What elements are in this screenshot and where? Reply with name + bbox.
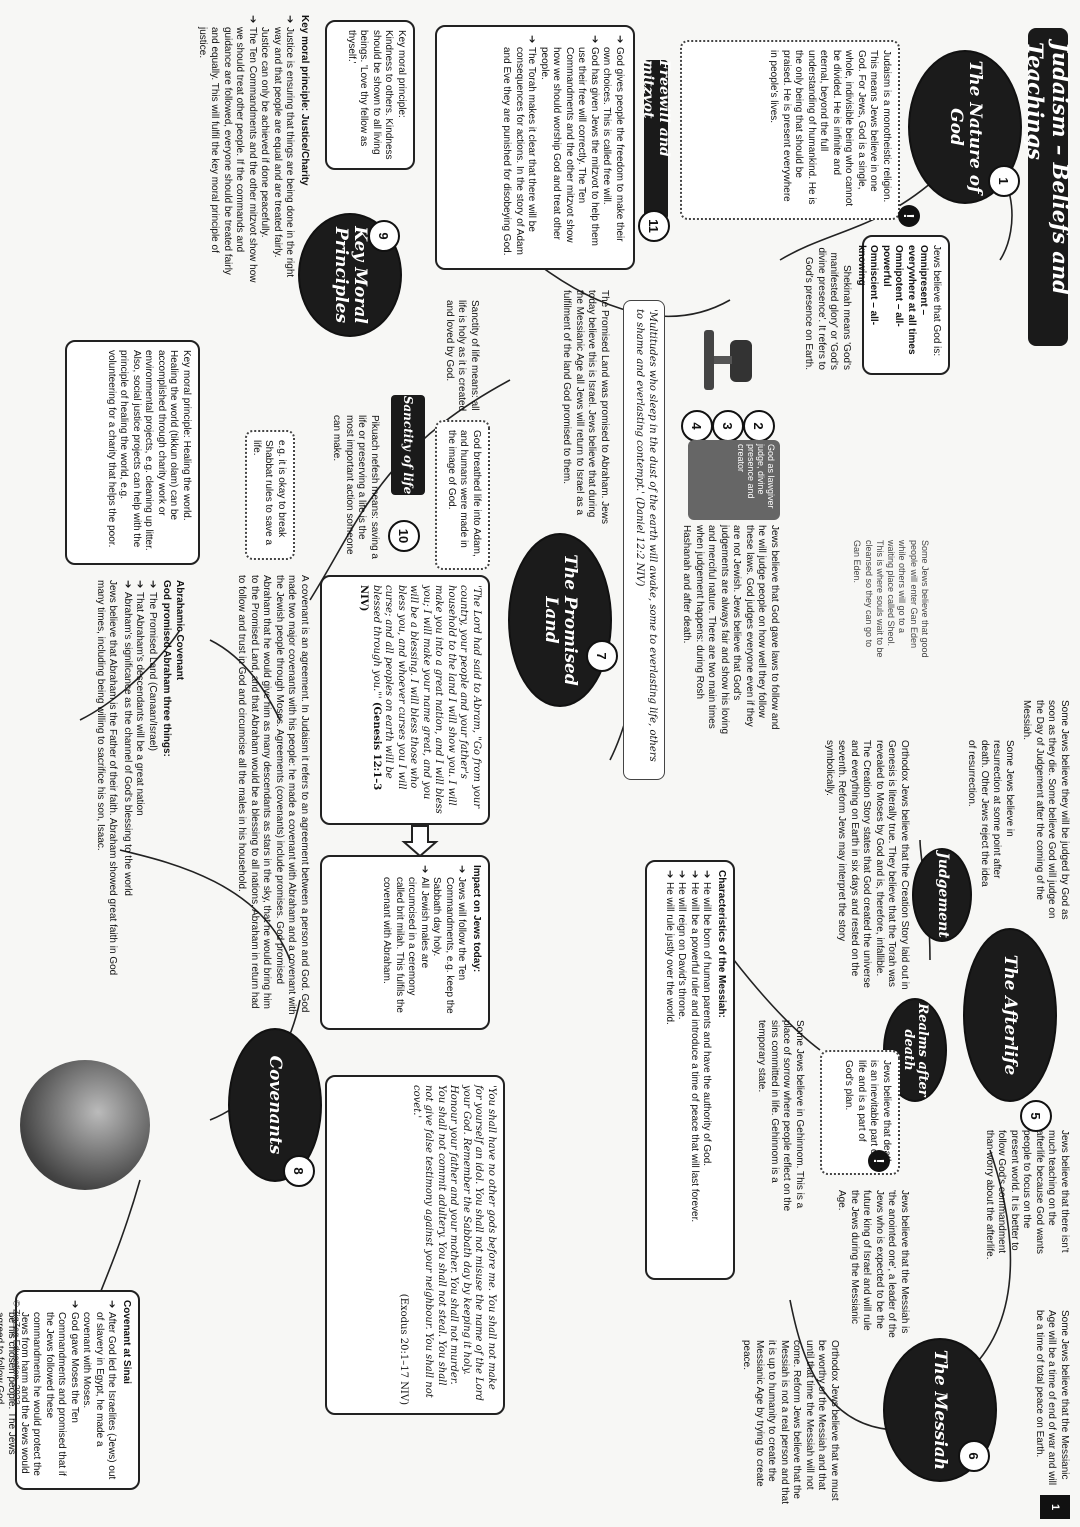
abrahamic-promise-2: That Abraham's descendants will be a gre… <box>133 580 146 1000</box>
page-number: 1 <box>1040 1495 1070 1519</box>
ten-commandments-quote-box: 'You shall have no other gods before me.… <box>325 1075 505 1415</box>
promised-land-bubble: The Promised Land <box>510 535 610 705</box>
abrahamic-subtitle: God promised Abraham three things: <box>161 580 173 757</box>
sheet-title: Judaism – Beliefs and Teachings <box>1023 28 1073 346</box>
freewill-item-1: God gives people the freedom to make the… <box>600 35 626 260</box>
impact-item-2: All Jewish males are circumcised in a ce… <box>380 865 431 1020</box>
sinai-item-1: After God led the Israelites (Jews) out … <box>80 1300 118 1480</box>
afterlife-bubble: The Afterlife <box>965 930 1055 1100</box>
freewill-item-2: God has given Jews the mitzvot to help t… <box>538 35 600 260</box>
judgement-bubble: Judgement <box>914 850 970 940</box>
death-inevitable-text: Jews believe that death is an inevitable… <box>843 1060 893 1165</box>
freewill-item-3: The Torah makes it clear that there will… <box>500 35 538 260</box>
abrahamic-promise-1: The Promised Land (Canaan/Israel) <box>146 580 158 1000</box>
arrow-down-icon <box>400 820 440 860</box>
tag-judge: judge, divine <box>756 444 766 495</box>
abrahamic-footer: Jews believe that Abraham is the Father … <box>95 580 119 976</box>
section-number-3: 3 <box>712 410 744 442</box>
sanctity-banner: Sanctity of life <box>391 395 425 495</box>
shabbat-example-text: e.g. it is okay to break Shabbat rules t… <box>251 440 287 546</box>
attributes-intro: Jews believe that God is: <box>931 245 942 357</box>
daniel-quote: 'Multitudes who sleep in the dust of the… <box>634 309 659 762</box>
tag-lawgiver: God as lawgiver <box>766 444 776 509</box>
tag-creator: presence and creator <box>736 444 756 499</box>
orthodox-reform-messiah-text: Orthodox Jews believe that we must be wo… <box>741 1340 841 1504</box>
justice-item-2: The Ten Commandments and the other mitzv… <box>196 15 258 285</box>
exodus-ref: (Exodus 20:1–17 NIV) <box>398 1293 410 1405</box>
attribute-omnipresent: Omnipresent – everywhere at all times <box>906 245 930 355</box>
impact-on-jews-box: Impact on Jews today: Jews will follow t… <box>320 855 490 1030</box>
attribute-omniscient: Omniscient – all-knowing <box>856 245 880 326</box>
section-number-2: 2 <box>743 410 775 442</box>
exclamation-icon: ! <box>868 1150 890 1172</box>
daniel-quote-box: 'Multitudes who sleep in the dust of the… <box>623 300 665 780</box>
globe-icon <box>20 1060 150 1190</box>
justice-item-1: Justice is ensuring that things are bein… <box>258 15 296 285</box>
freewill-box: God gives people the freedom to make the… <box>435 25 635 270</box>
messiah-characteristics-title: Characteristics of the Messiah: <box>716 870 727 1018</box>
abrahamic-title: Abrahamic Covenant <box>174 580 185 681</box>
covenant-sinai-box: Covenant at Sinai After God led the Isra… <box>0 1290 140 1490</box>
promised-land-intro: The Promised Land was promised to Abraha… <box>561 290 611 524</box>
messiah-char-1: He will be born of human parents and hav… <box>700 870 713 1270</box>
gavel-icon <box>700 320 770 410</box>
gehinnom-text: Some Jews believe in Gehinnom. This is a… <box>756 1020 806 1212</box>
abrahamic-covenant-block: Abrahamic Covenant God promised Abraham … <box>94 580 185 1000</box>
monotheistic-text: Judaism is a monotheistic religion. This… <box>768 50 893 207</box>
section-number-7: 7 <box>586 640 618 672</box>
monotheistic-box: Judaism is a monotheistic religion. This… <box>680 40 900 220</box>
genesis-quote: 'The Lord had said to Abram, "Go from yo… <box>371 585 482 814</box>
god-judge-text: Jews believe that God gave laws to follo… <box>681 525 781 734</box>
impact-title: Impact on Jews today: <box>471 865 482 973</box>
sanctity-means-text: Sanctity of life means: all life is holy… <box>444 300 480 412</box>
section-number-8: 8 <box>283 1155 315 1187</box>
messiah-characteristics-box: Characteristics of the Messiah: He will … <box>645 860 735 1280</box>
healing-text: Key moral principle: Healing the world. … <box>106 350 192 551</box>
covenant-definition-text: A covenant is an agreement. In Judaism i… <box>236 575 311 1015</box>
kindness-text: Key moral principle: Kindness to others.… <box>346 30 407 160</box>
kindness-box: Key moral principle: Kindness to others.… <box>325 20 415 170</box>
god-breathed-text: God breathed life into Adam, and humans … <box>446 430 482 557</box>
section-number-4: 4 <box>681 410 713 442</box>
genesis-quote-box: 'The Lord had said to Abram, "Go from yo… <box>320 575 490 825</box>
messianic-age-text: Some Jews believe that the Messianic Age… <box>1034 1310 1070 1486</box>
messiah-char-4: He will rule justly over the world. <box>663 870 675 1270</box>
judged-text: Some Jews believe they will be judged by… <box>1021 700 1071 920</box>
justice-charity-block: Key moral principle: Justice/Charity Jus… <box>194 15 310 285</box>
attribute-omnipotent: Omnipotent – all-powerful <box>881 245 905 327</box>
god-breathed-box: God breathed life into Adam, and humans … <box>435 420 490 570</box>
messiah-char-2: He will be a powerful ruler and introduc… <box>688 870 700 1270</box>
gan-eden-text: Some Jews believe that good people will … <box>852 540 931 658</box>
messiah-char-3: He will reign on David's throne. <box>675 870 688 1270</box>
section-number-5: 5 <box>1020 1100 1052 1132</box>
shekinah-text: Shekinah means 'God's manifested glory' … <box>803 247 853 370</box>
pikuach-nefesh-text: Pikuach nefesh means: saving a life or p… <box>331 415 381 559</box>
section-number-9: 9 <box>368 220 400 252</box>
section-number-1: 1 <box>988 165 1020 197</box>
resurrection-text: Some Jews believe in resurrection at som… <box>966 740 1016 887</box>
abrahamic-promise-3: Abraham's significance as the channel of… <box>121 580 133 1000</box>
section-number-6: 6 <box>958 1440 990 1472</box>
healing-the-world-box: Key moral principle: Healing the world. … <box>65 340 200 565</box>
shabbat-example-box: e.g. it is okay to break Shabbat rules t… <box>245 430 295 560</box>
section-number-11: 11 <box>638 210 670 242</box>
copyright: © ZigZag Education, 2023 <box>11 1300 22 1405</box>
exclamation-icon: ! <box>898 205 920 227</box>
impact-item-1: Jews will follow the Ten Commandments, e… <box>430 865 468 1020</box>
god-attributes-box: Jews believe that God is: Omnipresent – … <box>856 235 950 375</box>
exodus-quote: 'You shall have no other gods before me.… <box>411 1085 497 1401</box>
section-number-10: 10 <box>388 520 420 552</box>
freewill-banner: Freewill and mitzvot <box>640 60 672 220</box>
god-roles-tag: God as lawgiver judge, divine presence a… <box>688 440 780 520</box>
anointed-text: Jews believe that the Messiah is 'the an… <box>836 1190 911 1338</box>
creation-story-text: Orthodox Jews believe that the Creation … <box>824 740 910 990</box>
afterlife-intro-text: Jews believe that there isn't much teach… <box>984 1130 1070 1260</box>
sinai-title: Covenant at Sinai <box>121 1300 132 1384</box>
justice-title: Key moral principle: Justice/Charity <box>299 15 310 186</box>
